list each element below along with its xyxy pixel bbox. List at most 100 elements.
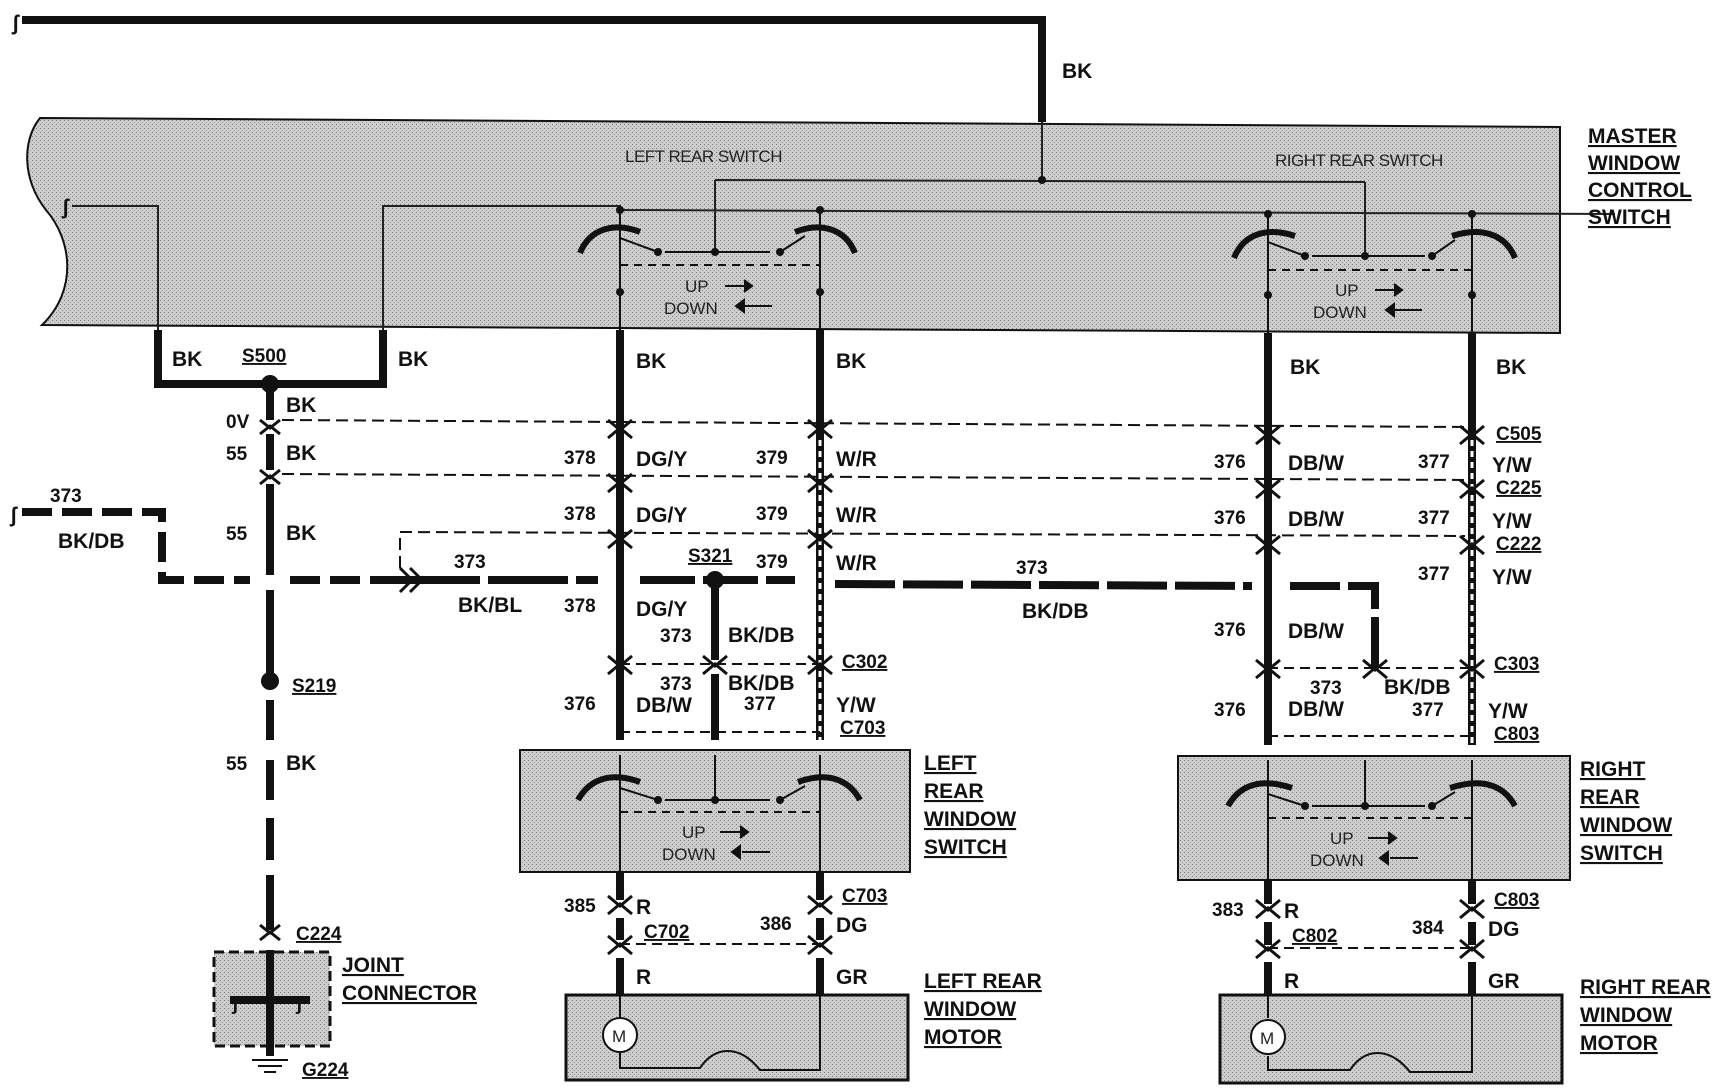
- label-c703-b: C703: [842, 886, 887, 907]
- label-gr-right-motor: GR: [1488, 970, 1520, 993]
- label-373-mid: 373: [1016, 558, 1048, 579]
- left-switch-name-4: SWITCH: [924, 836, 1007, 859]
- master-left-rear-switch-contacts: [577, 210, 858, 330]
- label-c803-b: C803: [1494, 890, 1539, 911]
- master-switch-box: [26, 116, 1561, 335]
- wire-373-bk-db-left: [22, 508, 250, 584]
- label-377-c: 377: [1418, 564, 1450, 585]
- label-376-c: 376: [1214, 620, 1246, 641]
- label-c222: C222: [1496, 534, 1541, 555]
- label-377-b: 377: [1418, 508, 1450, 529]
- joint-name-1: JOINT: [342, 954, 404, 977]
- label-376-a: 376: [1214, 452, 1246, 473]
- label-378-c: 378: [564, 596, 596, 617]
- label-r-385: R: [636, 896, 651, 919]
- label-378-a: 378: [564, 448, 596, 469]
- label-db-w-right: DB/W: [1288, 698, 1344, 721]
- right-switch-name-4: SWITCH: [1580, 842, 1663, 865]
- label-bk-col-377: BK: [1496, 356, 1526, 379]
- label-bk-db-left: BK/DB: [58, 530, 125, 553]
- label-db-w-left: DB/W: [636, 694, 692, 717]
- left-motor-symbol: M: [612, 1027, 626, 1046]
- label-373-left: 373: [50, 486, 82, 507]
- label-w-r-b: W/R: [836, 504, 877, 527]
- label-bk-db-mid: BK/DB: [1022, 600, 1089, 623]
- right-motor-name-2: WINDOW: [1580, 1004, 1672, 1027]
- label-373-bkbl: 373: [454, 552, 486, 573]
- left-column-wires: [616, 330, 824, 740]
- label-379-b: 379: [756, 504, 788, 525]
- label-gr-left-motor: GR: [836, 966, 868, 989]
- right-column-wires: [1264, 333, 1476, 745]
- right-motor-name-1: RIGHT REAR: [1580, 976, 1711, 999]
- label-dg-y-c: DG/Y: [636, 598, 687, 621]
- label-r-left-motor: R: [636, 966, 651, 989]
- label-bk-s500-right: BK: [398, 348, 428, 371]
- label-dg-384: DG: [1488, 918, 1520, 941]
- right-switch-name-3: WINDOW: [1580, 814, 1672, 837]
- master-right-up-label: UP: [1335, 281, 1359, 300]
- label-377-right: 377: [1412, 700, 1444, 721]
- label-bk-col-376: BK: [1290, 356, 1320, 379]
- right-switch-name-2: REAR: [1580, 786, 1640, 809]
- master-right-down-label: DOWN: [1313, 303, 1367, 322]
- label-379-a: 379: [756, 448, 788, 469]
- right-rear-window-switch-contacts: [1225, 760, 1518, 880]
- right-switch-name-1: RIGHT: [1580, 758, 1646, 781]
- label-384: 384: [1412, 918, 1444, 939]
- break-symbol-master: ʃ: [61, 196, 70, 219]
- label-r-383: R: [1284, 900, 1299, 923]
- s219-splice-dot: [261, 672, 279, 690]
- left-switch-name-2: REAR: [924, 780, 984, 803]
- label-55-b: 55: [226, 524, 248, 545]
- left-switch-down-label: DOWN: [662, 845, 716, 864]
- label-db-w-b: DB/W: [1288, 508, 1344, 531]
- label-376-right: 376: [1214, 700, 1246, 721]
- left-motor-internal: [602, 995, 821, 1071]
- label-w-r-a: W/R: [836, 448, 877, 471]
- label-bk-trunk-4: BK: [286, 752, 316, 775]
- motor-feed-wires: [616, 872, 1476, 1000]
- master-name-1: MASTER: [1588, 125, 1677, 148]
- c222-dashed-line: [399, 530, 1466, 568]
- label-s219: S219: [292, 676, 336, 697]
- left-switch-name-1: LEFT: [924, 752, 977, 775]
- label-db-w-a: DB/W: [1288, 452, 1344, 475]
- label-377-left: 377: [744, 694, 776, 715]
- label-378-b: 378: [564, 504, 596, 525]
- top-feed-wire: [22, 16, 1046, 122]
- label-bk-col-378: BK: [636, 350, 666, 373]
- label-373-s321: 373: [660, 626, 692, 647]
- label-dg-386: DG: [836, 914, 868, 937]
- label-bk-top: BK: [1062, 60, 1092, 83]
- break-symbol-top: ʃ: [11, 12, 20, 35]
- right-motor-name-3: MOTOR: [1580, 1032, 1658, 1055]
- right-rear-switch-label: RIGHT REAR SWITCH: [1275, 151, 1443, 170]
- label-bk-db-c302: BK/DB: [728, 672, 795, 695]
- label-s321: S321: [688, 546, 733, 567]
- label-bk-trunk-1: BK: [286, 394, 316, 417]
- label-379-c: 379: [756, 552, 788, 573]
- label-376-left: 376: [564, 694, 596, 715]
- label-bk-bl: BK/BL: [458, 594, 522, 617]
- joint-break-left: ʃ: [231, 994, 240, 1015]
- master-name-3: CONTROL: [1588, 179, 1692, 202]
- label-55-c: 55: [226, 754, 248, 775]
- left-switch-name-3: WINDOW: [924, 808, 1016, 831]
- label-y-w-c: Y/W: [1492, 566, 1532, 589]
- left-rear-window-switch-contacts: [575, 755, 863, 872]
- label-383: 383: [1212, 900, 1244, 921]
- label-g224: G224: [302, 1060, 349, 1081]
- s500-splice-dot: [261, 375, 279, 393]
- label-dg-y-b: DG/Y: [636, 504, 687, 527]
- joint-connector-internal: [230, 950, 310, 1056]
- label-db-w-c: DB/W: [1288, 620, 1344, 643]
- label-y-w-b: Y/W: [1492, 510, 1532, 533]
- master-name-2: WINDOW: [1588, 152, 1680, 175]
- label-y-w-right: Y/W: [1488, 700, 1528, 723]
- right-switch-up-label: UP: [1330, 829, 1354, 848]
- label-bk-col-379: BK: [836, 350, 866, 373]
- label-dg-y-a: DG/Y: [636, 448, 687, 471]
- right-switch-down-label: DOWN: [1310, 851, 1364, 870]
